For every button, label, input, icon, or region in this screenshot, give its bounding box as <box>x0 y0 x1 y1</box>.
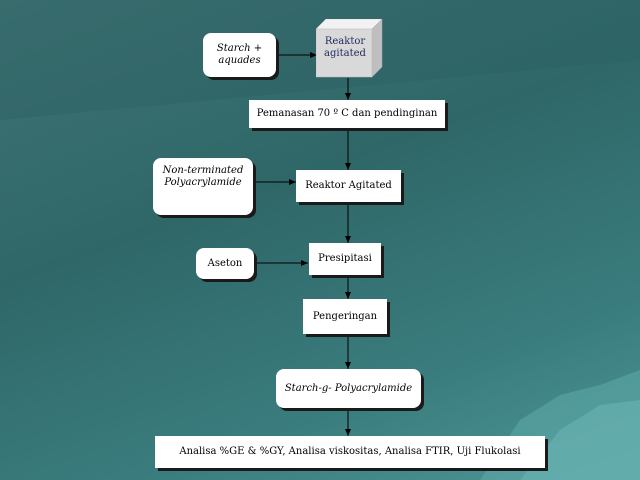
node-pemanasan-label: Pemanasan 70 º C dan pendinginan <box>256 108 438 119</box>
node-reaktor-agitated: Reaktor Agitated <box>296 170 401 202</box>
node-aseton-label: Aseton <box>207 257 243 269</box>
node-starch-g-label: Starch-g- Polyacrylamide <box>284 382 413 394</box>
node-starch-g-polyacrylamide: Starch-g- Polyacrylamide <box>276 369 421 408</box>
node-presipitasi: Presipitasi <box>309 243 381 275</box>
node-aseton: Aseton <box>196 248 254 279</box>
node-non-terminated-label: Non-terminated Polyacrylamide <box>162 165 244 188</box>
reaktor-cube-label: Reaktor agitated <box>324 36 366 59</box>
node-starch-aquades-label: Starch + aquades <box>216 43 263 66</box>
node-reaktor-agitated-label: Reaktor Agitated <box>305 180 392 191</box>
node-non-terminated-polyacrylamide: Non-terminated Polyacrylamide <box>153 158 253 215</box>
node-pengeringan-label: Pengeringan <box>312 310 378 322</box>
node-presipitasi-label: Presipitasi <box>318 253 372 264</box>
node-analisa: Analisa %GE & %GY, Analisa viskositas, A… <box>155 436 545 468</box>
node-pengeringan: Pengeringan <box>303 299 387 334</box>
node-analisa-label: Analisa %GE & %GY, Analisa viskositas, A… <box>179 446 521 457</box>
node-starch-aquades: Starch + aquades <box>203 33 276 77</box>
reaktor-cube <box>316 19 383 78</box>
node-pemanasan: Pemanasan 70 º C dan pendinginan <box>249 100 445 128</box>
